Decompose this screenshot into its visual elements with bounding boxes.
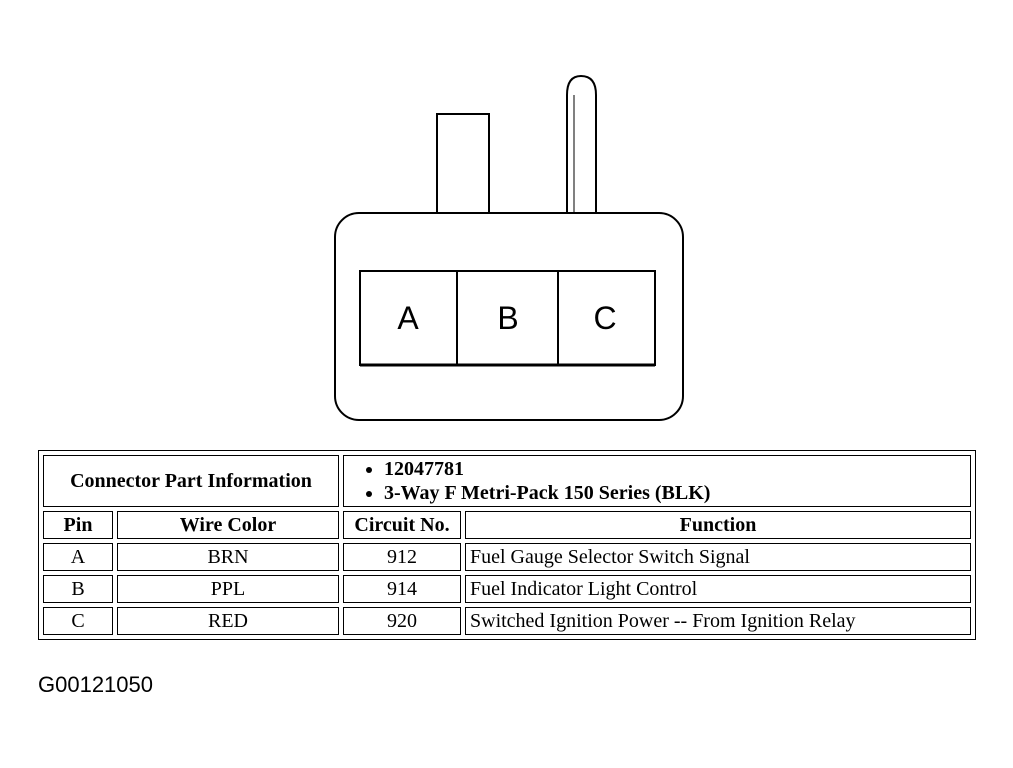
figure-id: G00121050: [38, 672, 153, 697]
pin-cavity-row: [359, 270, 656, 366]
connector-lock-tab: [436, 113, 490, 215]
cell-pin: C: [43, 607, 113, 635]
pin-label-c: C: [593, 300, 616, 336]
cell-pin: B: [43, 575, 113, 603]
table-row: A BRN 912 Fuel Gauge Selector Switch Sig…: [43, 543, 971, 571]
part-info-item: 3-Way F Metri-Pack 150 Series (BLK): [384, 481, 966, 505]
pin-label-a: A: [397, 300, 419, 336]
table-row: B PPL 914 Fuel Indicator Light Control: [43, 575, 971, 603]
cell-wire-color: PPL: [117, 575, 339, 603]
table-row: C RED 920 Switched Ignition Power -- Fro…: [43, 607, 971, 635]
part-info-cell: 12047781 3-Way F Metri-Pack 150 Series (…: [343, 455, 971, 507]
part-info-list: 12047781 3-Way F Metri-Pack 150 Series (…: [348, 457, 966, 505]
part-info-label: Connector Part Information: [43, 455, 339, 507]
header-pin: Pin: [43, 511, 113, 539]
connector-diagram: A B C: [334, 74, 684, 421]
table-header-row: Pin Wire Color Circuit No. Function: [43, 511, 971, 539]
header-circuit-no: Circuit No.: [343, 511, 461, 539]
cell-function: Fuel Indicator Light Control: [465, 575, 971, 603]
cell-function: Fuel Gauge Selector Switch Signal: [465, 543, 971, 571]
cell-circuit-no: 912: [343, 543, 461, 571]
part-info-item: 12047781: [384, 457, 966, 481]
cell-pin: A: [43, 543, 113, 571]
cell-function: Switched Ignition Power -- From Ignition…: [465, 607, 971, 635]
cell-wire-color: BRN: [117, 543, 339, 571]
cell-circuit-no: 920: [343, 607, 461, 635]
header-function: Function: [465, 511, 971, 539]
pin-label-b: B: [497, 300, 518, 336]
header-wire-color: Wire Color: [117, 511, 339, 539]
connector-info-table: Connector Part Information 12047781 3-Wa…: [38, 450, 976, 640]
cell-circuit-no: 914: [343, 575, 461, 603]
part-info-row: Connector Part Information 12047781 3-Wa…: [43, 455, 971, 507]
cell-wire-color: RED: [117, 607, 339, 635]
connector-latch-post: [566, 74, 597, 214]
